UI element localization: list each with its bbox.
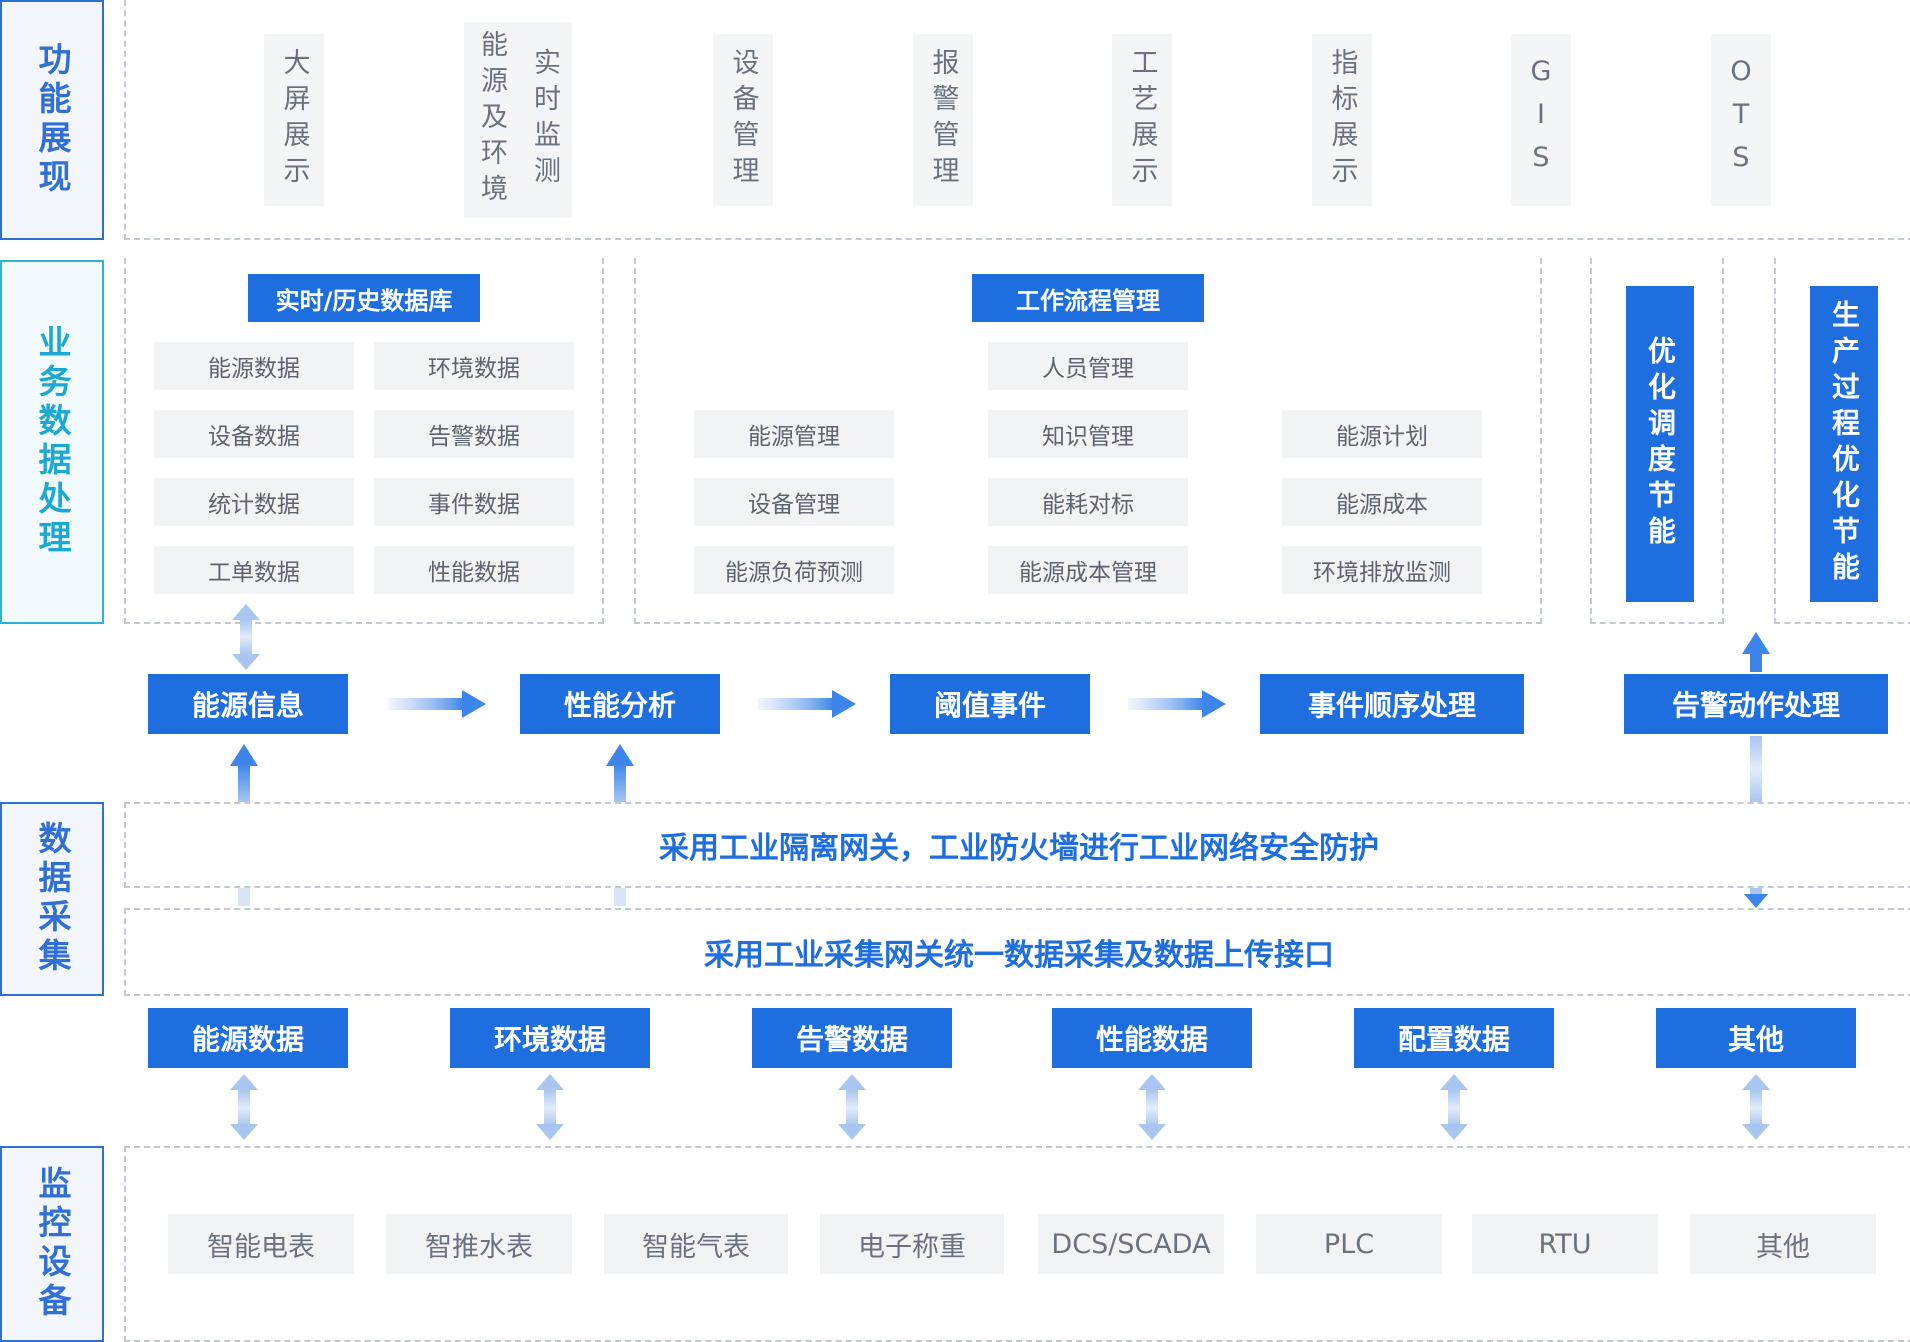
datatype-alarm: 告警数据: [752, 1008, 952, 1068]
db-item-statistics: 统计数据: [154, 478, 354, 526]
device-dcs-scada: DCS/SCADA: [1038, 1214, 1224, 1274]
workflow-panel: [634, 258, 1542, 624]
flow-arrow-2: [758, 690, 856, 718]
optimize-dispatch-panel: [1590, 258, 1724, 624]
section-label-monitor: 监控设备: [0, 1146, 104, 1342]
flow-event-sequence: 事件顺序处理: [1260, 674, 1524, 734]
flow-alarm-action: 告警动作处理: [1624, 674, 1888, 734]
double-arrow-other: [1742, 1074, 1770, 1140]
process-optimize-box: 生产过程优化节能: [1810, 286, 1878, 602]
database-panel: [124, 258, 604, 624]
collect-gateway-panel: [124, 908, 1910, 996]
device-other: 其他: [1690, 1214, 1876, 1274]
db-item-workorder: 工单数据: [154, 546, 354, 594]
wf-item-personnel: 人员管理: [988, 342, 1188, 390]
wf-item-energy-cost: 能源成本: [1282, 478, 1482, 526]
db-energy-double-arrow: [232, 604, 260, 670]
device-water-meter: 智推水表: [386, 1214, 572, 1274]
display-item-process: 工艺展示: [1112, 34, 1172, 206]
wf-item-cost-mgmt: 能源成本管理: [988, 546, 1188, 594]
db-item-performance: 性能数据: [374, 546, 574, 594]
display-item-alarm: 报警管理: [913, 34, 973, 206]
display-item-gis: GIS: [1511, 34, 1571, 206]
process-optimize-panel: [1774, 258, 1910, 624]
flow-arrow-3: [1128, 690, 1226, 718]
wf-item-knowledge: 知识管理: [988, 410, 1188, 458]
datatype-config: 配置数据: [1354, 1008, 1554, 1068]
datatype-energy: 能源数据: [148, 1008, 348, 1068]
flow-arrow-1: [388, 690, 486, 718]
double-arrow-energy: [230, 1074, 258, 1140]
display-panel: [124, 0, 1910, 240]
double-arrow-alarm: [838, 1074, 866, 1140]
wf-item-energy-mgmt: 能源管理: [694, 410, 894, 458]
flow-threshold-event: 阈值事件: [890, 674, 1090, 734]
device-plc: PLC: [1256, 1214, 1442, 1274]
db-item-energy: 能源数据: [154, 342, 354, 390]
wf-item-benchmark: 能耗对标: [988, 478, 1188, 526]
device-gas-meter: 智能气表: [604, 1214, 788, 1274]
db-item-event: 事件数据: [374, 478, 574, 526]
flow-energy-info: 能源信息: [148, 674, 348, 734]
double-arrow-config: [1440, 1074, 1468, 1140]
display-item-screen: 大屏展示: [264, 34, 324, 206]
device-rtu: RTU: [1472, 1214, 1658, 1274]
device-weighing: 电子称重: [820, 1214, 1004, 1274]
display-item-indicator: 指标展示: [1312, 34, 1372, 206]
database-title: 实时/历史数据库: [248, 274, 480, 322]
flow-performance-analysis: 性能分析: [520, 674, 720, 734]
wf-item-energy-plan: 能源计划: [1282, 410, 1482, 458]
security-gateway-text: 采用工业隔离网关，工业防火墙进行工业网络安全防护: [659, 831, 1379, 866]
display-item-ots: OTS: [1711, 34, 1771, 206]
security-gateway-panel: [124, 802, 1910, 888]
double-arrow-performance: [1138, 1074, 1166, 1140]
double-arrow-environment: [536, 1074, 564, 1140]
display-item-realtime-monitor: 能源及环境 实时监测: [464, 22, 572, 218]
db-item-device: 设备数据: [154, 410, 354, 458]
section-label-display: 功能展现: [0, 0, 104, 240]
workflow-title: 工作流程管理: [972, 274, 1204, 322]
datatype-performance: 性能数据: [1052, 1008, 1252, 1068]
db-item-alarm: 告警数据: [374, 410, 574, 458]
up-arrow-alarm-action: [1742, 632, 1770, 908]
section-label-business: 业务数据处理: [0, 260, 104, 624]
wf-item-emission-monitor: 环境排放监测: [1282, 546, 1482, 594]
up-arrow-energy-info: [230, 744, 258, 906]
db-item-environment: 环境数据: [374, 342, 574, 390]
collect-gateway-text: 采用工业采集网关统一数据采集及数据上传接口: [704, 938, 1334, 973]
wf-item-load-forecast: 能源负荷预测: [694, 546, 894, 594]
display-item-device: 设备管理: [713, 34, 773, 206]
datatype-environment: 环境数据: [450, 1008, 650, 1068]
device-smart-meter: 智能电表: [168, 1214, 354, 1274]
optimize-dispatch-box: 优化调度节能: [1626, 286, 1694, 602]
up-arrow-performance: [606, 744, 634, 906]
section-label-collect: 数据采集: [0, 802, 104, 996]
datatype-other: 其他: [1656, 1008, 1856, 1068]
wf-item-device-mgmt: 设备管理: [694, 478, 894, 526]
devices-panel: [124, 1146, 1910, 1342]
